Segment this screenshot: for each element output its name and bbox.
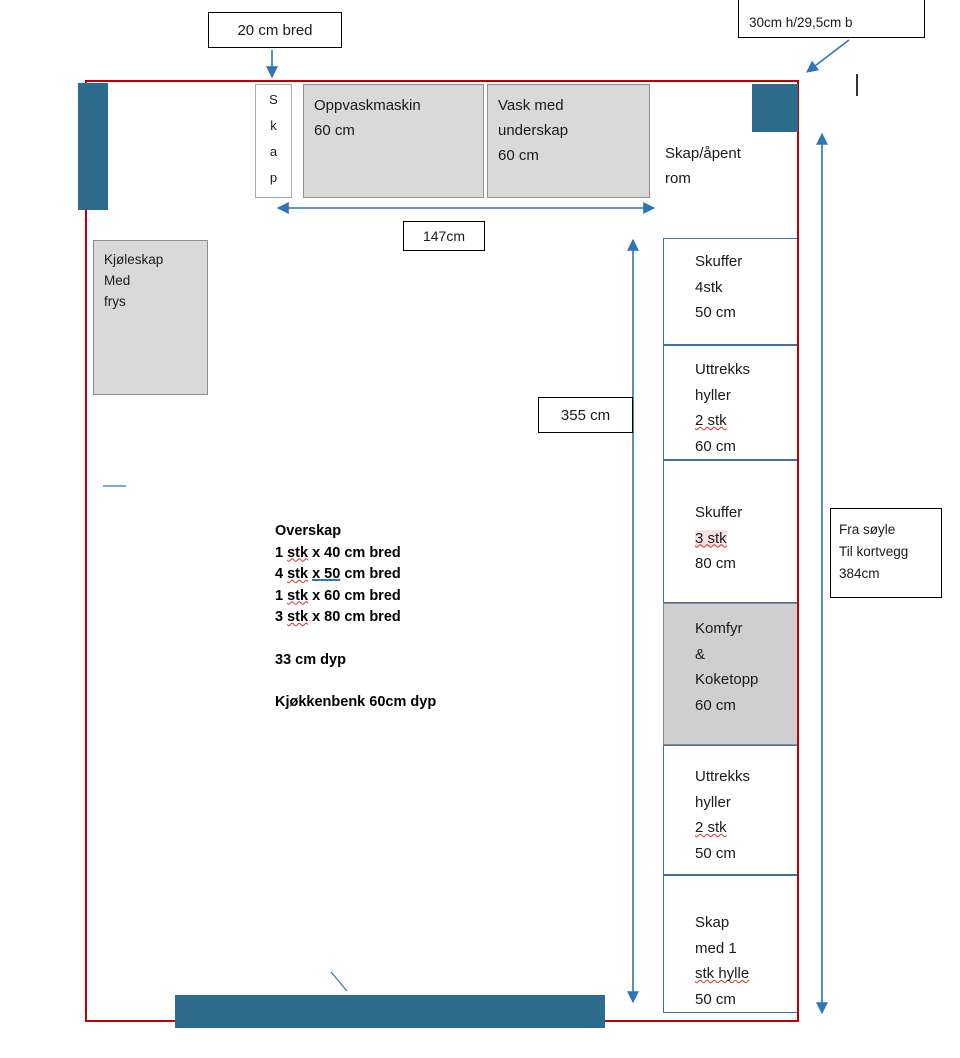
cabinet-line: Skuffer <box>695 253 743 270</box>
dishwasher-size: 60 cm <box>314 122 355 139</box>
cabinet-line: hyller <box>695 793 731 811</box>
overskap-row: 1 stk x 60 cm bred <box>275 587 401 604</box>
bottom-window <box>175 995 605 1028</box>
sink-size: 60 cm <box>498 147 539 164</box>
fridge-label3: frys <box>104 294 126 309</box>
cabinet-line: & <box>695 645 706 663</box>
cabinet-line: Koketopp <box>695 671 759 688</box>
cabinet-line: 50 cm <box>695 304 736 321</box>
cabinet-line: Skap <box>695 914 730 931</box>
cabinet-line: 2 stk <box>695 412 727 429</box>
cabinet-line: 50 cm <box>695 844 736 862</box>
cabinet-drawers-4x50: Skuffer 4stk 50 cm <box>663 238 798 345</box>
open-space-label: Skap/åpent rom <box>665 145 741 187</box>
arrow-corner-pointer <box>806 39 850 73</box>
label-corner-dimensions: 30cm h/29,5cm b <box>738 0 925 38</box>
label-20cm-bred: 20 cm bred <box>208 12 342 48</box>
label-355cm: 355 cm <box>538 397 633 433</box>
cabinet-line: Skuffer <box>695 504 743 521</box>
cabinet-line: 4stk <box>695 278 723 296</box>
fridge-label: Kjøleskap <box>104 252 164 267</box>
overskap-notes: Overskap 1 stk x 40 cm bred 4 stk x 50 c… <box>275 521 436 714</box>
cabinet-line: Komfyr <box>695 620 743 637</box>
cabinet-line: 2 stk <box>695 819 727 836</box>
label-fra-soyle: Fra søyle Til kortvegg 384cm <box>830 508 942 598</box>
fridge-label2: Med <box>104 273 131 288</box>
cabinet-pullout-shelves-50: Uttrekks hyller 2 stk 50 cm <box>663 745 798 875</box>
fridge-box: Kjøleskap Med frys <box>93 240 208 395</box>
cabinet-line: 60 cm <box>695 696 736 714</box>
sink-label: Vask med <box>498 97 564 114</box>
overskap-row: 1 stk x 40 cm bred <box>275 544 401 561</box>
stray-pointer-line <box>330 971 348 992</box>
cabinet-line: 50 cm <box>695 990 736 1008</box>
cabinet-line: 3 stk <box>695 529 727 547</box>
corner-column <box>752 84 798 132</box>
label-147cm: 147cm <box>403 221 485 251</box>
cabinet-pullout-shelves-60: Uttrekks hyller 2 stk 60 cm <box>663 345 798 460</box>
overskap-row: 3 stk x 80 cm bred <box>275 609 401 625</box>
cabinet-line: stk hylle <box>695 965 750 982</box>
skap-letter: p <box>269 170 278 185</box>
cabinet-line: med 1 <box>695 939 737 957</box>
narrow-skap-cabinet: S k a p <box>255 84 292 198</box>
sink-label2: underskap <box>498 122 569 139</box>
left-wall-column <box>78 83 108 210</box>
cabinet-line: 80 cm <box>695 555 736 572</box>
skap-letter: S <box>269 92 278 107</box>
skap-letter: k <box>270 118 277 133</box>
cabinet-stove-cooktop: Komfyr & Koketopp 60 cm <box>663 603 798 745</box>
skap-letter: a <box>269 144 278 159</box>
overskap-row: 4 stk x 50 cm bred <box>275 566 401 582</box>
dishwasher-label: Oppvaskmaskin <box>314 97 421 114</box>
dishwasher-box: Oppvaskmaskin 60 cm <box>303 84 484 198</box>
cabinet-line: 60 cm <box>695 437 736 455</box>
cabinet-line: hyller <box>695 386 731 404</box>
cabinet-line: Uttrekks <box>695 361 751 378</box>
cabinet-with-shelf-50: Skap med 1 stk hylle 50 cm <box>663 875 798 1013</box>
sink-box: Vask med underskap 60 cm <box>487 84 650 198</box>
cabinet-line: Uttrekks <box>695 768 751 785</box>
depth-note: 33 cm dyp <box>275 651 346 668</box>
overskap-title: Overskap <box>275 523 342 539</box>
bench-note: Kjøkkenbenk 60cm dyp <box>275 694 437 710</box>
cabinet-drawers-3x80: Skuffer 3 stk 80 cm <box>663 460 798 603</box>
